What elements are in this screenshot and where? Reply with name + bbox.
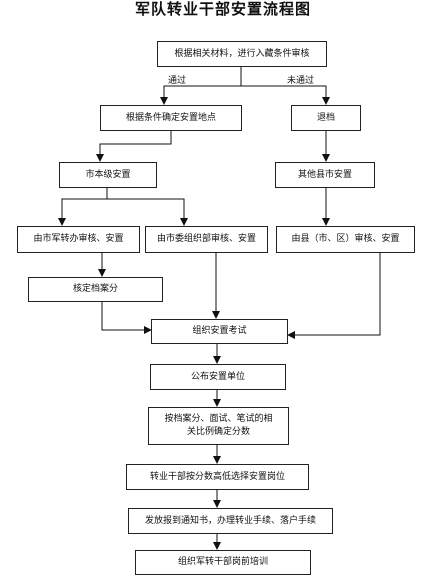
label-fail: 未通过 (287, 76, 315, 86)
node-review: 根据相关材料，进行入藏条件审核 (157, 41, 327, 67)
node-choose-posts: 转业干部按分数高低选择安置岗位 (126, 464, 309, 490)
node-pre-job-training: 组织军转干部岗前培训 (135, 550, 311, 575)
label-pass: 通过 (168, 76, 187, 86)
node-publish-units: 公布安置单位 (150, 364, 286, 390)
connector-split-return (241, 85, 330, 105)
node-other-county: 其他县市安置 (275, 162, 375, 188)
connector-verify-exam (101, 301, 152, 334)
node-verify-score: 核定档案分 (28, 277, 163, 302)
connector-county-exam (287, 252, 381, 339)
node-ratio-score: 按档案分、面试、笔试的相关比例确定分数 (148, 407, 289, 445)
node-city-transfer-office: 由市军转办审核、安置 (17, 226, 140, 253)
node-issue-notice: 发放报到通知书，办理转业手续、落户手续 (128, 508, 333, 534)
node-organize-exam: 组织安置考试 (151, 319, 288, 344)
connector-review-split (160, 66, 242, 105)
connector-place-city (96, 130, 172, 162)
connector-city-split (58, 187, 108, 226)
node-determine-place: 根据条件确定安置地点 (100, 105, 242, 131)
node-city-level: 市本级安置 (59, 162, 157, 188)
node-county-review: 由县（市、区）审核、安置 (276, 226, 415, 253)
page-title: 军队转业干部安置流程图 (134, 0, 311, 18)
connector-city-org (107, 198, 188, 226)
node-return-file: 退档 (291, 105, 361, 131)
node-city-org-dept: 由市委组织部审核、安置 (145, 226, 268, 253)
